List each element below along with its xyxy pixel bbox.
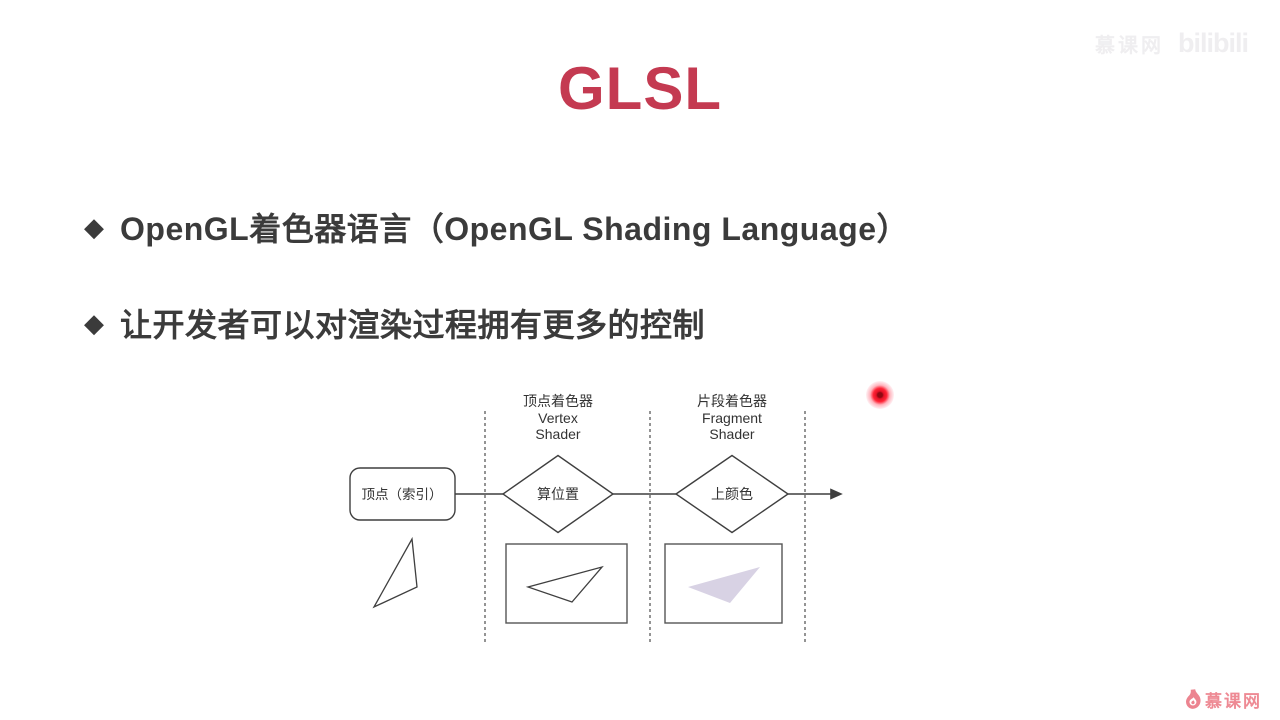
input-triangle-outline xyxy=(372,536,418,609)
vertex-shader-node-label: 算位置 xyxy=(537,486,579,502)
stage2-title-cn: 片段着色器 xyxy=(697,393,767,409)
imooc-logo: 慕课网 xyxy=(1186,687,1262,712)
page-title: GLSL xyxy=(558,55,722,122)
stage2-title-en1: Fragment xyxy=(702,410,762,426)
bilibili-watermark: 慕课网 bilibili xyxy=(1095,28,1249,59)
watermark-uploader-text: 慕课网 xyxy=(1095,35,1164,57)
fragment-stage-viewport xyxy=(664,543,783,624)
bullet-text: 让开发者可以对渲染过程拥有更多的控制 xyxy=(120,307,706,343)
diamond-bullet-icon: ◆ xyxy=(84,212,104,242)
fragment-shader-node-label: 上颜色 xyxy=(711,486,753,502)
bilibili-logo-text: bilibili xyxy=(1178,28,1249,58)
stage2-title-en2: Shader xyxy=(709,426,754,442)
vertex-stage-viewport xyxy=(505,543,628,624)
laser-pointer-dot xyxy=(866,381,894,409)
stage1-title-en1: Vertex xyxy=(538,410,578,426)
vertex-input-label: 顶点（索引） xyxy=(362,487,443,502)
diamond-bullet-icon: ◆ xyxy=(84,308,104,338)
shader-pipeline-diagram: 顶点着色器 Vertex Shader 片段着色器 Fragment Shade… xyxy=(349,393,843,643)
flame-icon xyxy=(1186,689,1201,709)
imooc-logo-text: 慕课网 xyxy=(1205,692,1262,711)
stage1-title-cn: 顶点着色器 xyxy=(523,393,593,409)
stage1-title-en2: Shader xyxy=(535,426,580,442)
colored-triangle-filled xyxy=(688,567,760,603)
positioned-triangle-outline xyxy=(525,565,604,603)
bullet-text: OpenGL着色器语言（OpenGL Shading Language） xyxy=(120,211,909,247)
bullet-item-2: ◆ 让开发者可以对渲染过程拥有更多的控制 xyxy=(84,300,705,346)
bullet-item-1: ◆ OpenGL着色器语言（OpenGL Shading Language） xyxy=(84,204,909,250)
